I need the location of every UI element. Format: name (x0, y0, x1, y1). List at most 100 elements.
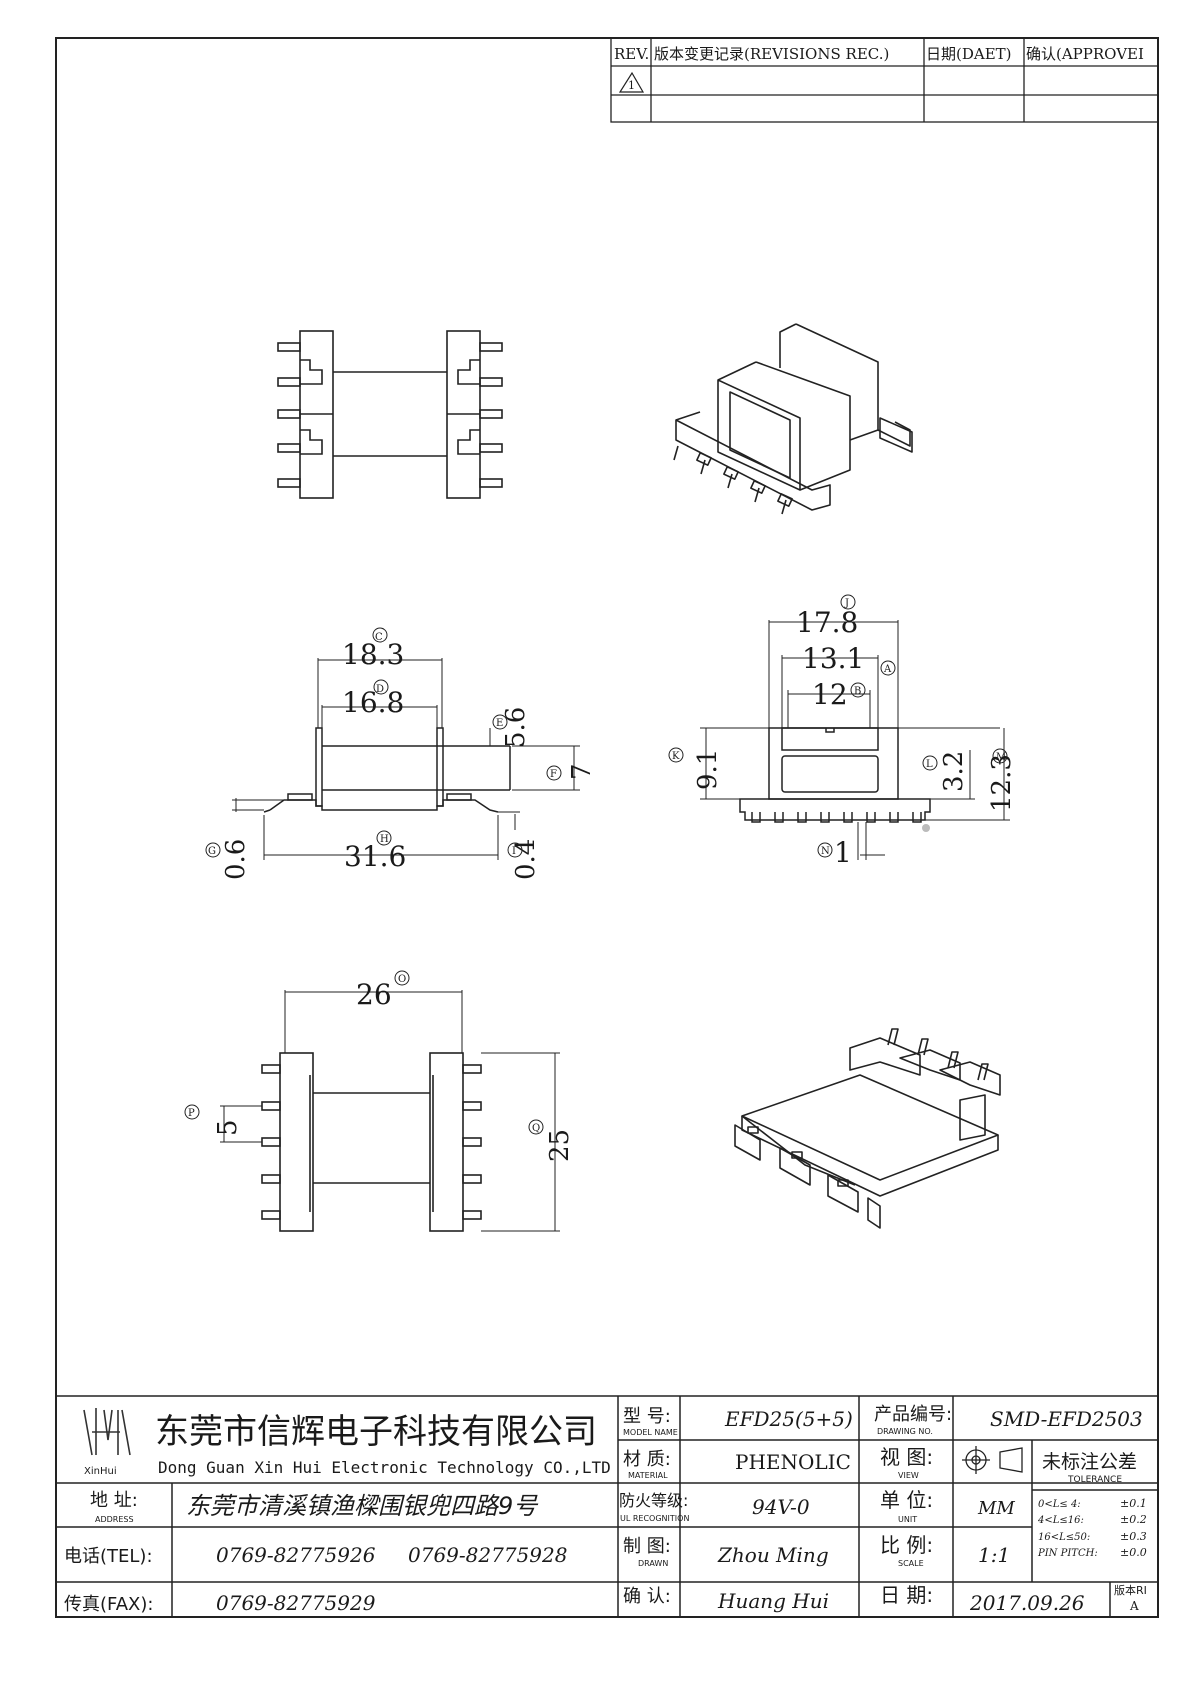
fax-value: 0769-82775929 (216, 1591, 376, 1615)
view-label: 视 图: (880, 1445, 933, 1469)
rev-header: REV. (614, 45, 649, 63)
dim-n-value: 1 (834, 836, 852, 869)
drawing-no-label: 产品编号: (874, 1404, 952, 1425)
tolerance-range-1: 0<L≤ 4: (1038, 1499, 1081, 1510)
dim-k-value: 9.1 (693, 749, 723, 790)
address-label: 地 址: (90, 1490, 138, 1511)
dim-e-label: E (496, 718, 503, 729)
model-label: 型 号: (623, 1406, 671, 1427)
scale-value: 1:1 (978, 1543, 1010, 1567)
dim-e-value: 5.6 (501, 707, 531, 748)
material-label-en: MATERIAL (628, 1471, 668, 1480)
dim-a-label: A (883, 664, 892, 675)
dim-o-label: O (398, 974, 406, 985)
revision-table (610, 37, 1159, 123)
dim-q-value: 25 (545, 1129, 575, 1162)
dim-b-value: 12 (812, 678, 848, 711)
dim-d-label: D (376, 684, 384, 695)
dim-d-value: 16.8 (342, 686, 404, 719)
dim-j-label: J (844, 598, 849, 609)
dim-b-label: B (854, 686, 861, 697)
dim-i-value: 0.4 (511, 839, 541, 880)
tolerance-value-4: ±0.0 (1120, 1546, 1147, 1559)
front-view-drawing (700, 620, 1010, 860)
fire-rating-label: 防火等级: (619, 1491, 688, 1510)
bottom-view-drawing (220, 990, 560, 1232)
model-value: EFD25(5+5) (724, 1407, 853, 1431)
fire-rating-value: 94V-0 (752, 1495, 810, 1519)
tolerance-value-2: ±0.2 (1120, 1513, 1147, 1526)
confirm-label: 确 认: (623, 1586, 671, 1607)
dim-m-value: 12.3 (987, 754, 1017, 812)
tolerance-value-3: ±0.3 (1120, 1530, 1147, 1543)
company-name-cn: 东莞市信辉电子科技有限公司 (155, 1412, 597, 1452)
dim-h-value: 31.6 (344, 840, 406, 873)
unit-label-en: UNIT (898, 1515, 917, 1524)
tolerance-range-4: PIN PITCH: (1037, 1548, 1098, 1559)
confirm-value: Huang Hui (717, 1589, 829, 1613)
dim-l-value: 3.2 (939, 751, 969, 792)
tel-value-1: 0769-82775926 (216, 1543, 376, 1567)
tel-label: 电话(TEL): (64, 1546, 153, 1567)
dim-k-label: K (672, 751, 680, 762)
dim-o-value: 26 (356, 978, 392, 1011)
date-value: 2017.09.26 (969, 1591, 1085, 1615)
address-value: 东莞市清溪镇渔樑围银兜四路9号 (186, 1492, 539, 1520)
dim-i-label: I (512, 846, 516, 857)
version-label: 版本RI (1114, 1583, 1147, 1597)
revision-record-header: 版本变更记录(REVISIONS REC.) (654, 45, 889, 63)
dim-c-label: C (375, 632, 383, 643)
view-label-en: VIEW (898, 1471, 919, 1480)
tolerance-range-2: 4<L≤16: (1037, 1515, 1084, 1526)
drawn-label: 制 图: (623, 1536, 671, 1557)
drawn-value: Zhou Ming (717, 1543, 829, 1567)
dim-f-label: F (550, 769, 557, 780)
revision-approve-header: 确认(APPROVEI (1026, 45, 1144, 63)
material-label: 材 质: (623, 1449, 671, 1470)
side-view-drawing (232, 658, 580, 860)
tolerance-title: 未标注公差 (1042, 1451, 1137, 1473)
tolerance-value-1: ±0.1 (1120, 1497, 1147, 1510)
tolerance-range-3: 16<L≤50: (1038, 1532, 1090, 1543)
isometric-view-top (673, 323, 913, 515)
unit-value: MM (977, 1498, 1015, 1519)
top-view-drawing (277, 330, 503, 499)
dim-g-label: G (208, 846, 216, 857)
drawing-no-value: SMD-EFD2503 (990, 1407, 1143, 1431)
revision-number: 1 (628, 79, 635, 92)
revision-triangle-icon (618, 71, 645, 93)
drawn-label-en: DRAWN (638, 1559, 668, 1568)
dim-g-value: 0.6 (221, 839, 251, 880)
dim-h-label: H (380, 834, 389, 845)
revision-date-header: 日期(DAET) (926, 45, 1012, 63)
drawing-no-label-en: DRAWING NO. (877, 1427, 933, 1436)
model-label-en: MODEL NAME (623, 1428, 678, 1437)
dim-q-label: Q (532, 1123, 540, 1134)
scale-label-en: SCALE (898, 1559, 924, 1568)
date-label: 日 期: (880, 1583, 933, 1607)
tel-value-2: 0769-82775928 (408, 1543, 567, 1567)
dim-f-value: 7 (567, 763, 597, 780)
tolerance-title-en: TOLERANCE (1067, 1475, 1122, 1485)
isometric-view-bottom (734, 1028, 1001, 1229)
address-label-en: ADDRESS (95, 1515, 134, 1524)
fax-label: 传真(FAX): (64, 1594, 153, 1615)
dim-c-value: 18.3 (342, 638, 404, 671)
scale-label: 比 例: (880, 1533, 933, 1557)
dim-m-label: M (996, 752, 1006, 763)
dim-p-value: 5 (213, 1119, 243, 1136)
dim-p-label: P (188, 1108, 195, 1119)
dim-a-value: 13.1 (802, 642, 864, 675)
title-block-grid (55, 1395, 1159, 1618)
dim-n-label: N (821, 846, 830, 857)
material-value: PHENOLIC (735, 1450, 851, 1474)
logo-text: XinHui (84, 1466, 117, 1477)
dim-l-label: L (926, 759, 933, 770)
sheet-border (55, 37, 1159, 1618)
projection-symbol-icon (962, 1446, 1023, 1474)
unit-label: 单 位: (880, 1488, 933, 1512)
dim-j-value: 17.8 (796, 606, 858, 639)
version-value: A (1129, 1599, 1139, 1613)
fire-rating-label-en: UL RECOGNITION (620, 1514, 689, 1523)
